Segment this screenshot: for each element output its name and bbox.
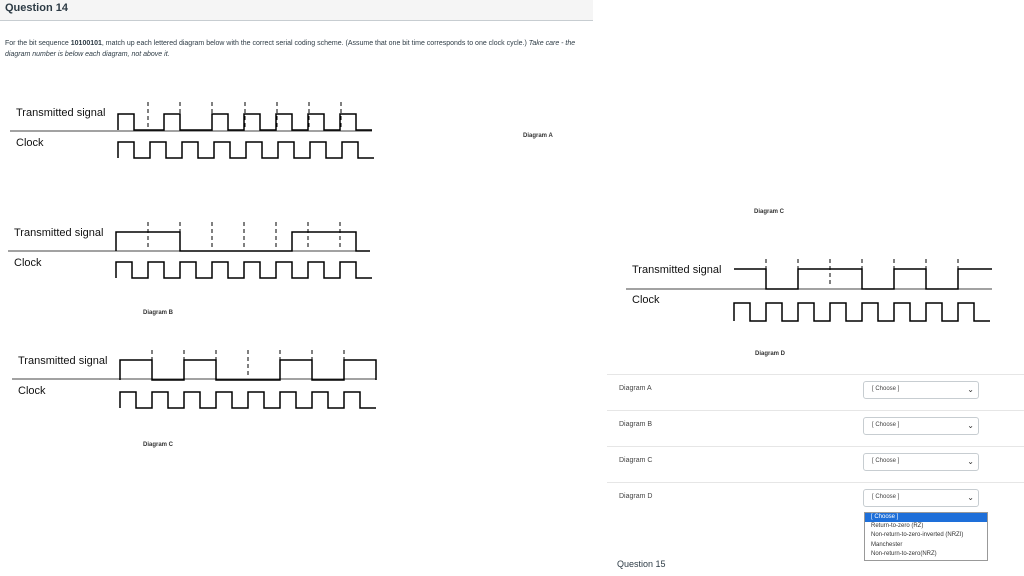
answer-label: Diagram B [619, 421, 653, 428]
clock-waveform [117, 141, 374, 159]
answer-row: Diagram D [ Choose ] ⌄ [607, 482, 1024, 519]
clock-label: Clock [14, 257, 42, 269]
scheme-select-c[interactable]: [ Choose ] ⌄ [863, 453, 979, 471]
dropdown-option[interactable]: [ Choose ] [865, 513, 987, 522]
chevron-down-icon: ⌄ [967, 493, 974, 502]
scheme-select-d[interactable]: [ Choose ] ⌄ [863, 489, 979, 507]
transmitted-waveform [119, 359, 377, 381]
clock-waveform [119, 391, 376, 409]
scheme-dropdown-list: [ Choose ] Return-to-zero (RZ) Non-retur… [864, 512, 988, 561]
answer-label: Diagram D [619, 493, 653, 500]
chevron-down-icon: ⌄ [967, 385, 974, 394]
clock-label: Clock [632, 294, 660, 306]
diagram-c-left: Transmitted signal Clock [12, 350, 377, 409]
chevron-down-icon: ⌄ [967, 421, 974, 430]
bit-sequence: 10100101 [70, 40, 102, 47]
select-value: [ Choose ] [872, 386, 900, 392]
clock-waveform [115, 261, 372, 279]
diagram-c-right: Transmitted signal Clock [626, 259, 992, 322]
diagram-a: Transmitted signal Clock [10, 102, 374, 159]
caption-diagram-a: Diagram A [523, 133, 553, 139]
scheme-select-b[interactable]: [ Choose ] ⌄ [863, 417, 979, 435]
answer-row: Diagram C [ Choose ] ⌄ [607, 446, 1024, 483]
dropdown-option[interactable]: Manchester [871, 542, 903, 548]
question-text: For the bit sequence 10100101, match up … [5, 40, 576, 58]
bit-dividers [151, 350, 345, 376]
signal-label: Transmitted signal [632, 264, 721, 276]
signal-label: Transmitted signal [18, 355, 107, 367]
caption-diagram-b: Diagram B [143, 310, 174, 316]
select-value: [ Choose ] [872, 422, 900, 428]
diagram-b: Transmitted signal Clock [8, 222, 372, 279]
transmitted-waveform [117, 113, 372, 131]
clock-waveform [733, 302, 990, 322]
answer-label: Diagram C [619, 457, 653, 464]
dropdown-option[interactable]: Return-to-zero (RZ) [871, 523, 924, 529]
dropdown-option[interactable]: Non-return-to-zero(NRZ) [871, 551, 937, 557]
caption-diagram-d: Diagram D [755, 351, 786, 357]
transmitted-waveform [115, 231, 370, 252]
signal-label: Transmitted signal [16, 107, 105, 119]
caption-diagram-c-left: Diagram C [143, 442, 174, 448]
question-title: Question 14 [5, 2, 68, 14]
chevron-down-icon: ⌄ [967, 457, 974, 466]
answer-label: Diagram A [619, 385, 652, 392]
next-question-title: Question 15 [617, 559, 666, 569]
bit-dividers [147, 222, 341, 248]
question-header [0, 0, 593, 21]
caption-diagram-c-right: Diagram C [754, 209, 785, 215]
answer-row: Diagram A [ Choose ] ⌄ [607, 374, 1024, 411]
select-value: [ Choose ] [872, 458, 900, 464]
scheme-select-a[interactable]: [ Choose ] ⌄ [863, 381, 979, 399]
clock-label: Clock [16, 137, 44, 149]
dropdown-option[interactable]: Non-return-to-zero-inverted (NRZI) [871, 532, 964, 538]
clock-label: Clock [18, 385, 46, 397]
signal-label: Transmitted signal [14, 227, 103, 239]
transmitted-waveform [734, 268, 992, 290]
answer-row: Diagram B [ Choose ] ⌄ [607, 410, 1024, 447]
question-note: Take care - the diagram number is below … [5, 40, 576, 58]
select-value: [ Choose ] [872, 494, 900, 500]
